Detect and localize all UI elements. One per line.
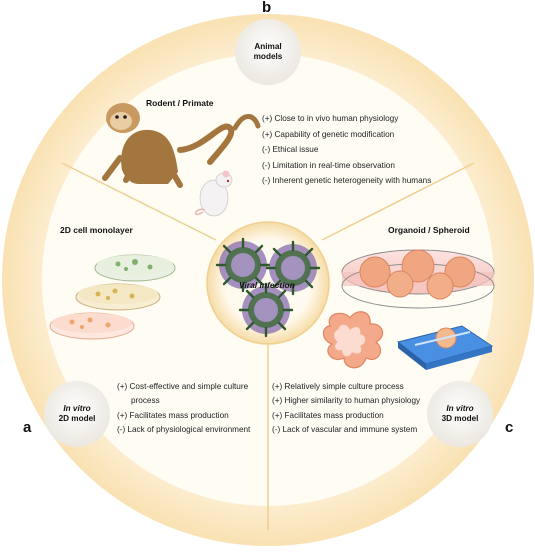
badge-2d — [44, 381, 110, 447]
animal-title: Rodent / Primate — [146, 98, 214, 108]
animal-point: (-) Limitation in real-time observation — [262, 160, 395, 170]
animal-point: (+) Capability of genetic modification — [262, 129, 395, 139]
divider-right — [321, 162, 475, 241]
panel-letter-b: b — [262, 0, 272, 16]
animal-points: (+) Close to in vivo human physiology (+… — [262, 111, 431, 189]
badge-2d-line2: 2D model — [58, 414, 96, 423]
model2d-point: process — [131, 396, 160, 406]
model3d-point: (+) Higher similarity to human physiolog… — [272, 396, 421, 406]
model3d-point: (+) Facilitates mass production — [272, 410, 384, 420]
divider-left — [61, 162, 217, 241]
organoid-dish-icon — [341, 249, 495, 309]
animal-point: (-) Ethical issue — [262, 145, 319, 154]
badge-3d-line2: 3D model — [441, 414, 479, 423]
model3d-point: (+) Relatively simple culture process — [272, 382, 404, 391]
monkey-icon — [102, 103, 261, 188]
badge-3d-line1: In vitro — [446, 404, 474, 413]
badge-animal-line1: Animal — [254, 42, 282, 51]
model3d-title: Organoid / Spheroid — [388, 225, 470, 235]
badge-2d-line1: In vitro — [63, 404, 91, 413]
organ-chip-icon — [396, 325, 494, 370]
animal-point: (-) Inherent genetic heterogeneity with … — [262, 176, 432, 185]
panel-letter-a: a — [23, 419, 32, 436]
model3d-points: (+) Relatively simple culture process (+… — [272, 380, 420, 437]
animal-point: (+) Close to in vivo human physiology — [262, 114, 399, 123]
virus-cluster-icon — [215, 237, 321, 338]
petri-dishes-icon — [49, 254, 176, 340]
mouse-icon — [194, 170, 233, 217]
badge-animal — [235, 19, 301, 85]
badge-2d-label: In vitro 2D model — [45, 404, 109, 424]
model3d-point: (-) Lack of vascular and immune system — [272, 424, 418, 434]
badge-animal-label: Animal models — [236, 42, 300, 62]
model2d-points: (+) Cost-effective and simple culture pr… — [117, 380, 250, 437]
panel-letter-c: c — [505, 419, 514, 436]
badge-3d-label: In vitro 3D model — [428, 404, 492, 424]
center-label: Viral infection — [239, 280, 295, 290]
organoid-section-icon — [322, 311, 384, 369]
model2d-point: (-) Lack of physiological environment — [117, 424, 251, 434]
model2d-point: (+) Cost-effective and simple culture — [117, 382, 249, 391]
model2d-point: (+) Facilitates mass production — [117, 410, 229, 420]
model2d-title: 2D cell monolayer — [60, 225, 133, 235]
badge-3d — [427, 381, 493, 447]
badge-animal-line2: models — [253, 52, 283, 61]
